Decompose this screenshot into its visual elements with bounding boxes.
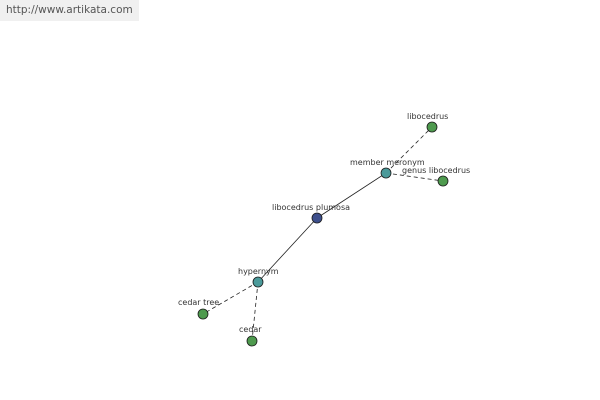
edge-member-genus <box>385 172 444 182</box>
node-label-member[interactable]: member meronym <box>350 158 425 167</box>
node-genus[interactable]: genus libocedrus <box>402 166 470 187</box>
node-label-center[interactable]: libocedrus plumosa <box>272 203 350 212</box>
node-dot-center[interactable] <box>311 212 323 224</box>
edge-member-lib <box>385 126 433 174</box>
node-label-cedtree[interactable]: cedar tree <box>178 298 219 307</box>
edge-hyper-cedar <box>251 281 259 342</box>
node-dot-genus[interactable] <box>437 175 449 187</box>
site-url[interactable]: http://www.artikata.com <box>0 0 139 21</box>
node-label-lib[interactable]: libocedrus <box>407 112 448 121</box>
node-dot-hyper[interactable] <box>252 276 264 288</box>
node-member[interactable]: member meronym <box>350 158 425 179</box>
node-label-genus[interactable]: genus libocedrus <box>402 166 470 175</box>
node-lib[interactable]: libocedrus <box>407 112 448 133</box>
edge-center-member <box>316 172 387 219</box>
node-label-hyper[interactable]: hypernym <box>238 267 279 276</box>
node-cedtree[interactable]: cedar tree <box>178 298 219 320</box>
node-cedar[interactable]: cedar <box>239 325 262 347</box>
edge-center-hyper <box>257 217 318 283</box>
node-hyper[interactable]: hypernym <box>238 267 279 288</box>
node-dot-member[interactable] <box>380 167 392 179</box>
node-dot-cedar[interactable] <box>246 335 258 347</box>
nodes-layer: libocedrus plumosa member meronym hypernym… <box>178 112 470 347</box>
node-dot-cedtree[interactable] <box>197 308 209 320</box>
edges-layer <box>202 126 444 342</box>
edge-hyper-cedtree <box>202 281 259 315</box>
node-dot-lib[interactable] <box>426 121 438 133</box>
node-center[interactable]: libocedrus plumosa <box>272 203 350 224</box>
node-label-cedar[interactable]: cedar <box>239 325 262 334</box>
